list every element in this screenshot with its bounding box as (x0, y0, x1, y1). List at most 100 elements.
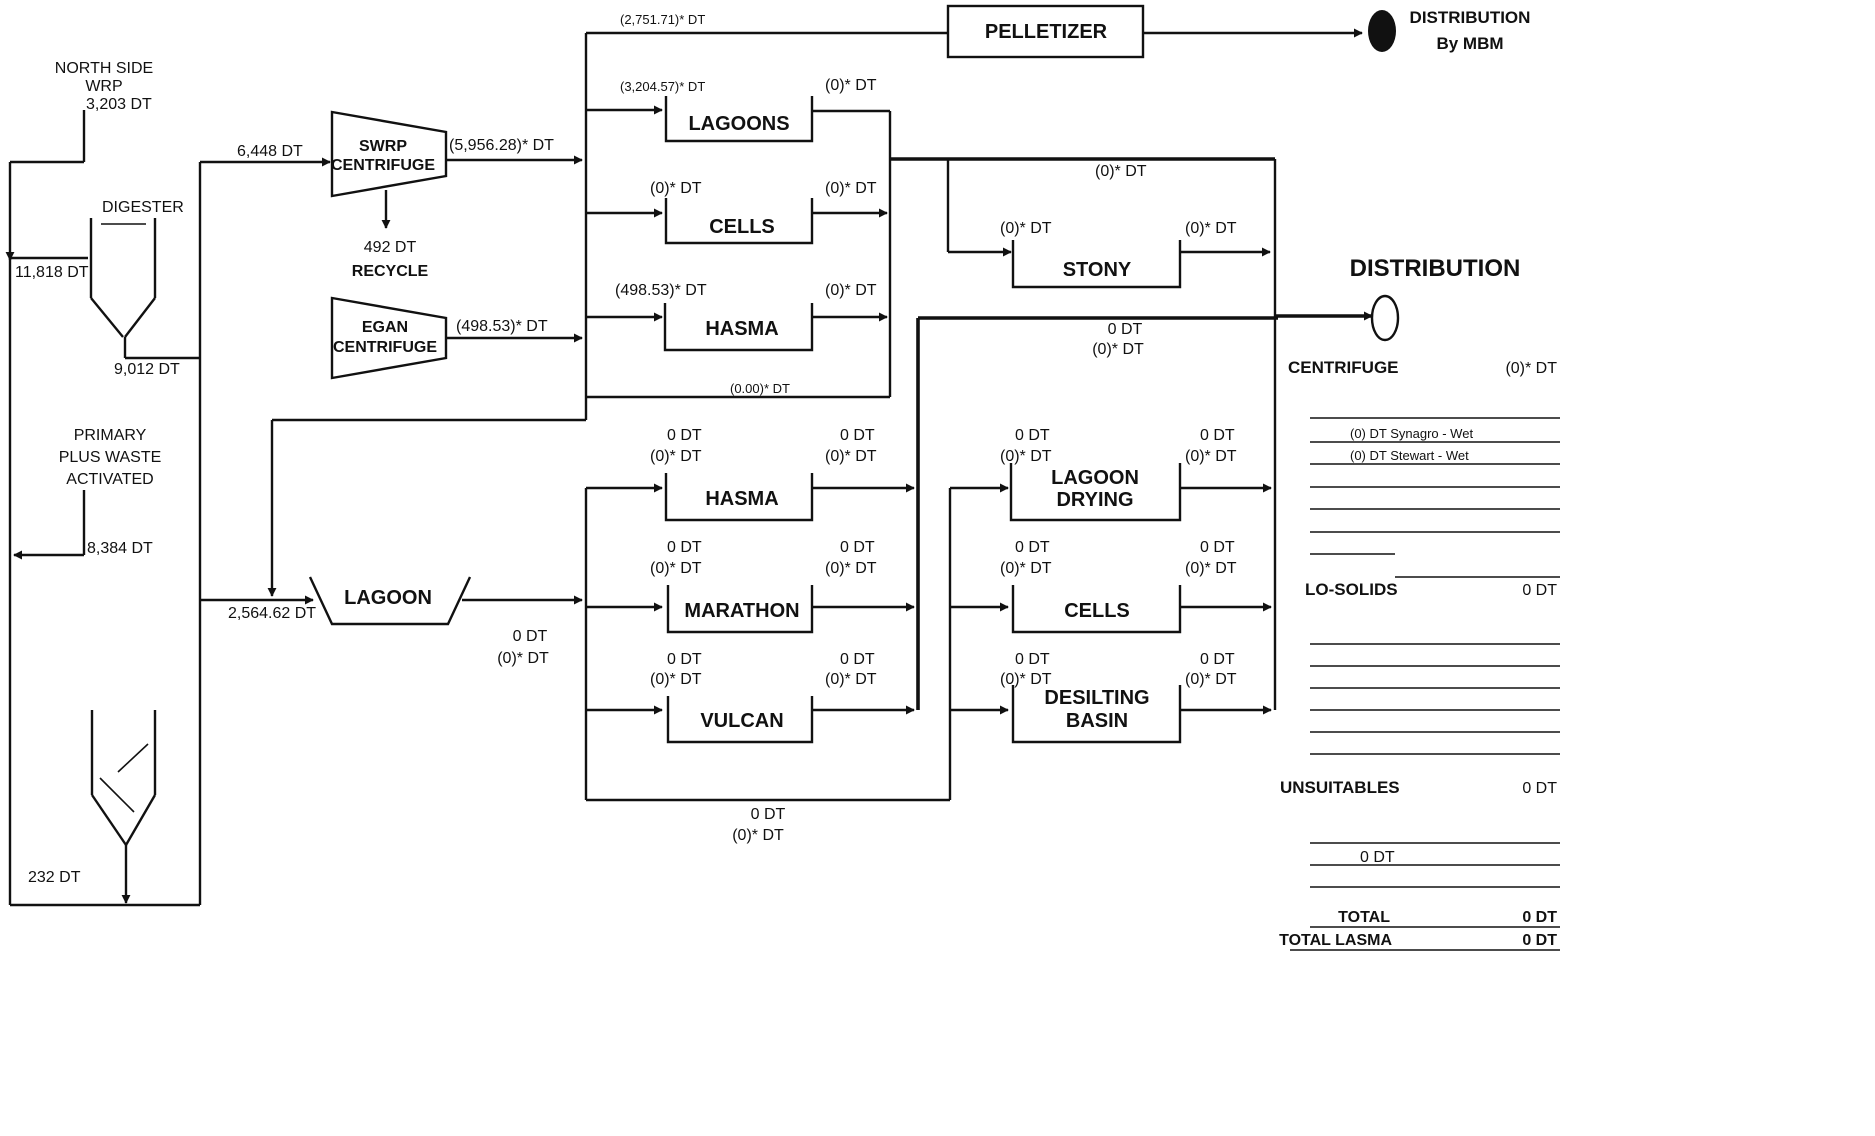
swrp-out-flow: (5,956.28)* DT (449, 137, 554, 154)
hasma-lower-label: HASMA (705, 488, 778, 510)
desilting-out-flow-star: (0)* DT (1185, 671, 1237, 688)
by-mbm-label: By MBM (1436, 34, 1503, 53)
vulcan-in-flow-star: (0)* DT (650, 671, 702, 688)
losolids-label: LO-SOLIDS (1305, 580, 1398, 599)
distribution-trunk (916, 159, 1373, 710)
cells-lower-out-flow: 0 DT (1200, 539, 1235, 556)
total-value: 0 DT (1522, 909, 1557, 926)
total-lasma-label: TOTAL LASMA (1279, 932, 1392, 949)
cells-lower-label: CELLS (1064, 600, 1130, 622)
upper-network (584, 28, 1363, 399)
lagoon-drying-in-flow-star: (0)* DT (1000, 448, 1052, 465)
primary-label: PRIMARY (74, 427, 147, 444)
swrp-label: SWRP (359, 138, 407, 155)
total-lasma-value: 0 DT (1522, 932, 1557, 949)
centrifuge-total: (0)* DT (1505, 360, 1557, 377)
egan-centrifuge: EGAN CENTRIFUGE (330, 296, 448, 380)
vulcan-in-flow: 0 DT (667, 651, 702, 668)
pelletizer-box: PELLETIZER (946, 4, 1145, 59)
cells-lower-box: CELLS (1011, 585, 1182, 634)
desilting-out-flow: 0 DT (1200, 651, 1235, 668)
lagoon-drying-label-2: DRYING (1056, 489, 1133, 511)
bottom-loop-flow-star: (0)* DT (732, 827, 784, 844)
digester-label: DIGESTER (102, 199, 184, 216)
lagoons-box: LAGOONS (664, 96, 814, 143)
hasma-lower-out-flow-star: (0)* DT (825, 448, 877, 465)
hasma-lower-box: HASMA (664, 473, 814, 522)
flow-8384: 8,384 DT (87, 540, 153, 557)
lagoon-drying-label: LAGOON (1051, 467, 1139, 489)
cells-lower-in-flow: 0 DT (1015, 539, 1050, 556)
dist-center-flow-star: (0)* DT (1092, 341, 1144, 358)
distribution-title: DISTRIBUTION (1350, 255, 1521, 282)
north-side-wrp-label: WRP (85, 78, 122, 95)
cells-upper-box: CELLS (664, 198, 814, 245)
marathon-in-flow: 0 DT (667, 539, 702, 556)
activated-label: ACTIVATED (66, 471, 153, 488)
marathon-label: MARATHON (684, 600, 799, 622)
lagoon-basin: LAGOON (308, 576, 472, 626)
flow-6448: 6,448 DT (237, 143, 303, 160)
bottom-loop-flow: 0 DT (751, 806, 786, 823)
stony-label: STONY (1063, 259, 1132, 281)
swrp-centrifuge: SWRP CENTRIFUGE (330, 110, 448, 198)
marathon-in-flow-star: (0)* DT (650, 560, 702, 577)
recycle-label: RECYCLE (352, 263, 429, 280)
unsuitables-total: 0 DT (1522, 780, 1557, 797)
left-network (5, 110, 588, 907)
cells-upper-in-flow: (0)* DT (650, 180, 702, 197)
north-side-label: NORTH SIDE (55, 60, 153, 77)
egan-out-flow: (498.53)* DT (456, 318, 548, 335)
plus-waste-label: PLUS WASTE (59, 449, 162, 466)
vulcan-box: VULCAN (666, 696, 814, 744)
vulcan-out-flow: 0 DT (840, 651, 875, 668)
mbm-distribution-marker (1368, 10, 1396, 52)
lagoon-drying-box: LAGOON DRYING (1009, 463, 1182, 522)
lagoons-out-flow: (0)* DT (825, 77, 877, 94)
distribution-mbm-label: DISTRIBUTION (1410, 8, 1531, 27)
settling-tank (90, 710, 157, 846)
losolids-total: 0 DT (1522, 582, 1557, 599)
flow-9012: 9,012 DT (114, 361, 180, 378)
recycle-flow: 492 DT (364, 239, 417, 256)
cells-upper-out-flow: (0)* DT (825, 180, 877, 197)
unsuitables-label: UNSUITABLES (1280, 778, 1400, 797)
distribution-panel: DISTRIBUTION CENTRIFUGE (0)* DT (0) DT S… (1279, 255, 1560, 951)
upper-bottom-flow: (0.00)* DT (730, 381, 790, 396)
lagoon-label: LAGOON (344, 587, 432, 609)
lagoons-label: LAGOONS (688, 113, 789, 135)
marathon-box: MARATHON (666, 585, 814, 634)
cells-upper-label: CELLS (709, 216, 775, 238)
total-label: TOTAL (1338, 909, 1390, 926)
lower-network (584, 483, 1272, 802)
unsuitables-entry: 0 DT (1360, 849, 1395, 866)
cells-lower-out-flow-star: (0)* DT (1185, 560, 1237, 577)
distribution-marker (1370, 294, 1400, 342)
hasma-lower-in-flow-star: (0)* DT (650, 448, 702, 465)
stony-out-flow: (0)* DT (1185, 220, 1237, 237)
lagoons-in-flow: (3,204.57)* DT (620, 79, 705, 94)
desilting-basin-label: BASIN (1066, 710, 1128, 732)
desilting-in-flow-star: (0)* DT (1000, 671, 1052, 688)
stony-box: STONY (1011, 240, 1182, 289)
north-side-flow: 3,203 DT (86, 96, 152, 113)
lagoon-drying-out-flow-star: (0)* DT (1185, 448, 1237, 465)
stewart-entry: (0) DT Stewart - Wet (1350, 448, 1469, 463)
digester-tank (89, 218, 157, 338)
marathon-out-flow: 0 DT (840, 539, 875, 556)
desilting-label: DESILTING (1044, 687, 1149, 709)
flow-11818: 11,818 DT (15, 264, 89, 281)
lagoon-drying-out-flow: 0 DT (1200, 427, 1235, 444)
hasma-lower-out-flow: 0 DT (840, 427, 875, 444)
desilting-basin-box: DESILTING BASIN (1011, 685, 1182, 744)
desilting-in-flow: 0 DT (1015, 651, 1050, 668)
hasma-lower-in-flow: 0 DT (667, 427, 702, 444)
cells-lower-in-flow-star: (0)* DT (1000, 560, 1052, 577)
egan-centrifuge-label: CENTRIFUGE (333, 339, 437, 356)
swrp-centrifuge-label: CENTRIFUGE (331, 157, 435, 174)
hasma-upper-in-flow: (498.53)* DT (615, 282, 707, 299)
lagoon-drying-in-flow: 0 DT (1015, 427, 1050, 444)
lagoon-out-flow: 0 DT (513, 628, 548, 645)
marathon-out-flow-star: (0)* DT (825, 560, 877, 577)
